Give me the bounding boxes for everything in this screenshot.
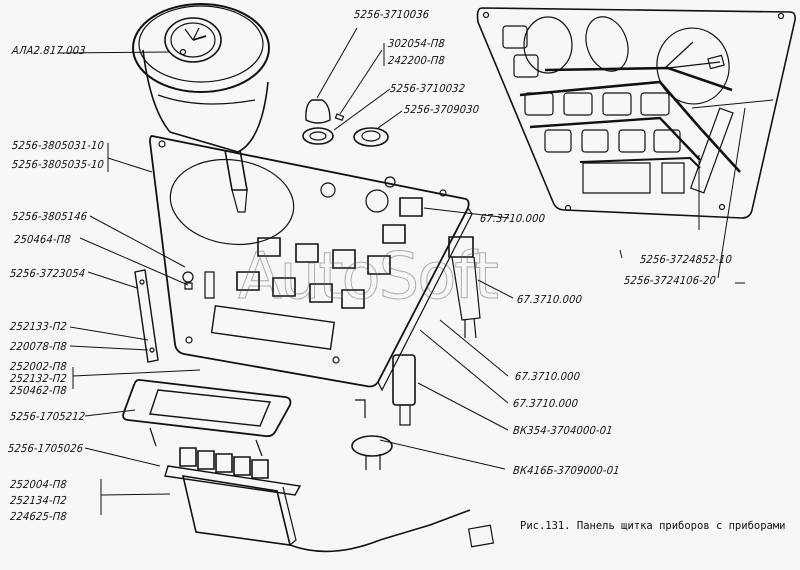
label-group2-a: 252004-П8 — [9, 478, 68, 491]
leader-lines — [70, 143, 745, 515]
label-harness-b: 5256-3724106-20 — [623, 274, 717, 287]
label-group1-c: 250462-П8 — [9, 384, 68, 397]
label-bolt-b: 252133-П2 — [9, 320, 68, 333]
panel-buttons — [237, 198, 422, 308]
label-bolt: 5256-3805146 — [11, 210, 88, 223]
label-switch-4: 67.3710.000 — [512, 397, 579, 410]
relay-block — [165, 448, 493, 551]
bracket — [135, 270, 158, 362]
label-knob: 5256-3710036 — [353, 8, 430, 21]
label-sensor-1: ВК354-3704000-01 — [512, 424, 614, 437]
label-bracket: 5256-3723054 — [9, 267, 86, 280]
label-group2-c: 224625-П8 — [9, 510, 68, 523]
label-switch-1: 67.3710.000 — [479, 212, 546, 225]
label-frame: 5256-1705212 — [9, 410, 86, 423]
watermark: AutoSoft — [238, 240, 500, 315]
clock-gauge — [58, 4, 269, 212]
label-nut-a: 5256-3710032 — [389, 82, 466, 95]
knob-and-nuts — [303, 28, 402, 146]
frame-5256-1705212 — [123, 380, 290, 456]
inset-connectors — [503, 26, 733, 193]
label-washer: 250464-П8 — [13, 233, 72, 246]
rear-panel-inset — [478, 8, 796, 278]
sensors — [352, 355, 415, 470]
label-screw-c: 220078-П8 — [9, 340, 68, 353]
label-screw-a: 302054-П8 — [387, 37, 446, 50]
label-clock: АЛА2.817.003 — [11, 44, 87, 57]
instrument-panel — [150, 136, 480, 390]
label-group2-b: 252134-П2 — [9, 494, 68, 507]
label-switch-3: 67.3710.000 — [514, 370, 581, 383]
label-sensor-2: ВК416Б-3709000-01 — [512, 464, 621, 477]
label-screw-b: 242200-П8 — [387, 54, 446, 67]
label-panel-b: 5256-3805035-10 — [11, 158, 105, 171]
figure-caption: Рис.131. Панель щитка приборов с прибора… — [520, 520, 786, 532]
label-nut-b: 5256-3709030 — [403, 103, 480, 116]
label-switch-2: 67.3710.000 — [516, 293, 583, 306]
label-harness-a: 5256-3724852-10 — [639, 253, 733, 266]
loose-switch — [449, 237, 480, 338]
label-block: 5256-1705026 — [7, 442, 84, 455]
label-panel-a: 5256-3805031-10 — [11, 139, 105, 152]
